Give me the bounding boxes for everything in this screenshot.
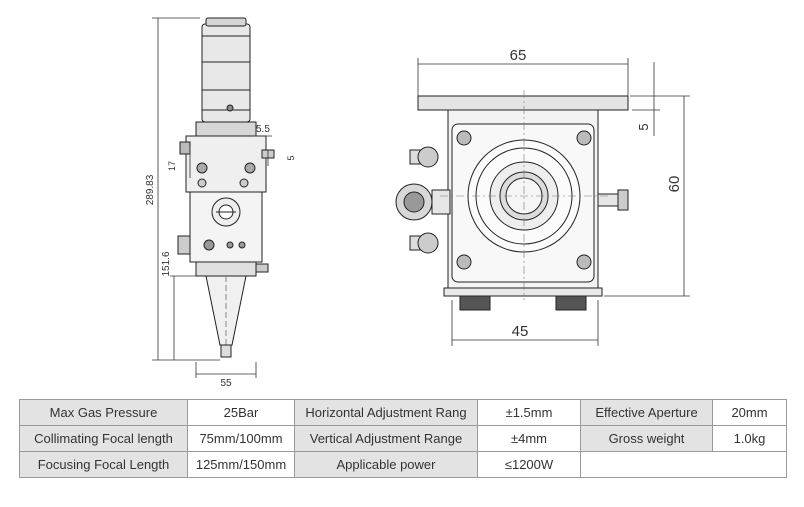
spec-label: Horizontal Adjustment Rang [294,399,478,426]
spec-label: Applicable power [294,451,478,478]
dim-side-total-height: 289.83 [145,174,156,205]
dim-side-lower-height: 151.6 [161,251,172,276]
front-dimension-lines [417,58,690,346]
spec-value: 20mm [712,399,787,426]
spec-value: 1.0kg [712,425,787,452]
spec-label: Effective Aperture [580,399,713,426]
spec-label: Gross weight [580,425,713,452]
spec-value: 75mm/100mm [187,425,295,452]
spec-value: ≤1200W [477,451,581,478]
spec-label: Collimating Focal length [19,425,188,452]
dim-side-small-c: 17 [167,161,177,171]
spec-value: ±1.5mm [477,399,581,426]
side-view [177,17,275,358]
front-view [395,90,629,311]
side-dimension-lines [152,17,272,378]
spec-label: Max Gas Pressure [19,399,188,426]
dim-front-height: 60 [666,176,683,193]
spec-value: 25Bar [187,399,295,426]
dim-side-small-a: 5.5 [256,124,270,135]
dim-side-small-b: 5 [286,155,296,160]
dim-side-width: 55 [220,378,232,389]
dim-front-plate: 5 [636,123,651,130]
dim-front-top-width: 65 [510,47,527,64]
spec-label: Vertical Adjustment Range [294,425,478,452]
dim-front-bottom-width: 45 [512,323,529,340]
spec-value: ±4mm [477,425,581,452]
table-row: Max Gas Pressure 25Bar Horizontal Adjust… [19,399,787,426]
table-row: Collimating Focal length 75mm/100mm Vert… [19,425,787,452]
spec-label: Focusing Focal Length [19,451,188,478]
spec-value: 125mm/150mm [187,451,295,478]
spec-table: Max Gas Pressure 25Bar Horizontal Adjust… [19,399,787,478]
table-row: Focusing Focal Length 125mm/150mm Applic… [19,451,787,478]
spec-empty-cell [580,451,787,478]
technical-drawing: 289.83 151.6 55 5.5 5 17 [145,17,690,389]
